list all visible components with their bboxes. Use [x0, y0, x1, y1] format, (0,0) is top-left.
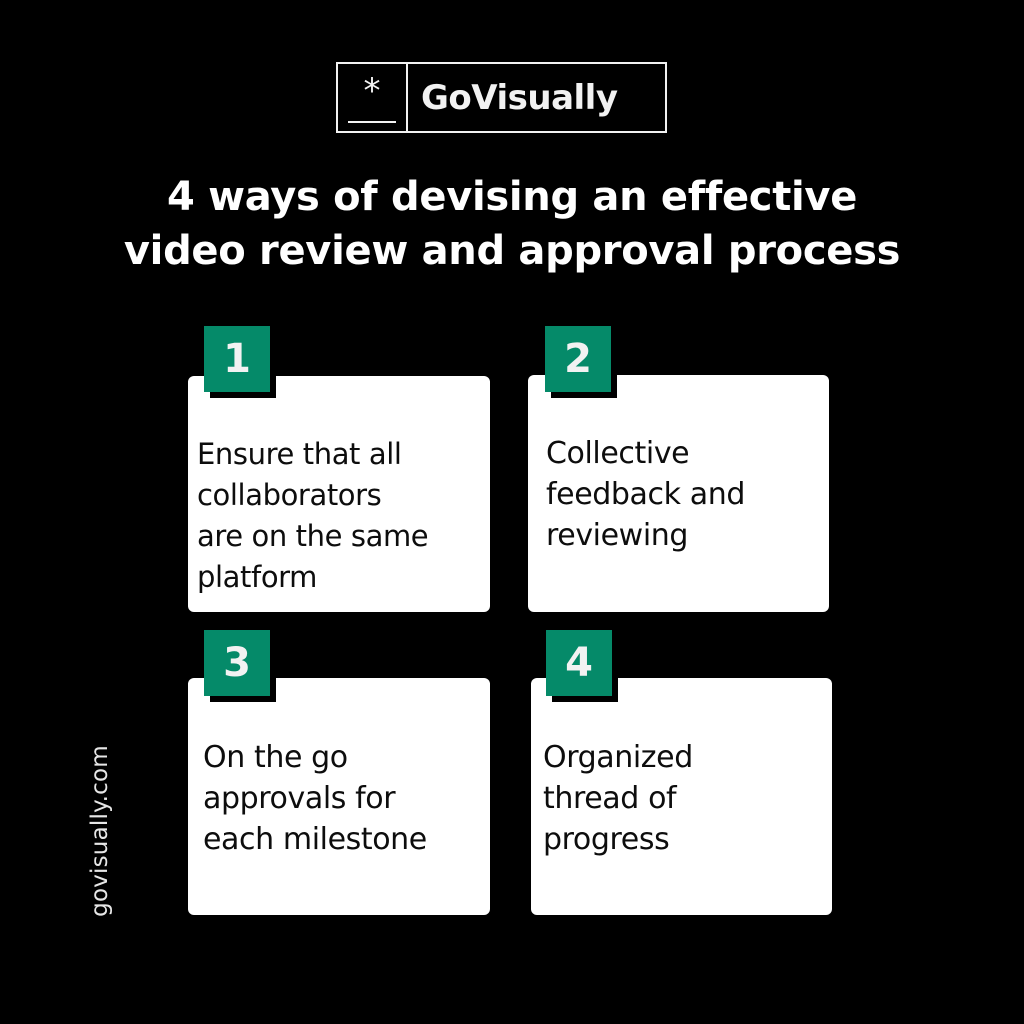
step-1-line: are on the same [197, 519, 429, 553]
title-line-2: video review and approval process [123, 228, 901, 274]
step-1-line: Ensure that all [197, 437, 402, 471]
step-2-line: reviewing [546, 518, 689, 553]
step-2-line: Collective [546, 436, 690, 471]
step-1-line: collaborators [197, 478, 382, 512]
logo-wordmark: GoVisually [421, 77, 618, 118]
step-1-line: platform [197, 560, 318, 594]
govisually-logo: * GoVisually [336, 62, 667, 133]
step-4-line: Organized [543, 740, 693, 775]
logo-mark: * [338, 64, 408, 131]
step-4-number-badge: 4 [546, 630, 612, 696]
step-3-text: On the go approvals for each milestone [203, 737, 427, 860]
page-title: 4 ways of devising an effective video re… [0, 170, 1024, 278]
title-line-1: 4 ways of devising an effective [166, 174, 858, 220]
step-4-line: progress [543, 822, 670, 857]
website-url: govisually.com [87, 745, 113, 917]
logo-underline [348, 121, 396, 123]
step-3-line: On the go [203, 740, 348, 775]
step-2-line: feedback and [546, 477, 745, 512]
step-3-line: approvals for [203, 781, 396, 816]
step-4-line: thread of [543, 781, 677, 816]
step-1-text: Ensure that all collaborators are on the… [197, 434, 429, 598]
step-3-number-badge: 3 [204, 630, 270, 696]
asterisk-icon: * [363, 71, 381, 111]
step-2-text: Collective feedback and reviewing [546, 433, 745, 556]
step-card-4: Organized thread of progress [531, 678, 832, 915]
step-3-line: each milestone [203, 822, 427, 857]
step-1-number-badge: 1 [204, 326, 270, 392]
step-card-2: Collective feedback and reviewing [528, 375, 829, 612]
step-2-number-badge: 2 [545, 326, 611, 392]
step-4-text: Organized thread of progress [543, 737, 693, 860]
step-card-1: Ensure that all collaborators are on the… [188, 376, 490, 612]
step-card-3: On the go approvals for each milestone [188, 678, 490, 915]
